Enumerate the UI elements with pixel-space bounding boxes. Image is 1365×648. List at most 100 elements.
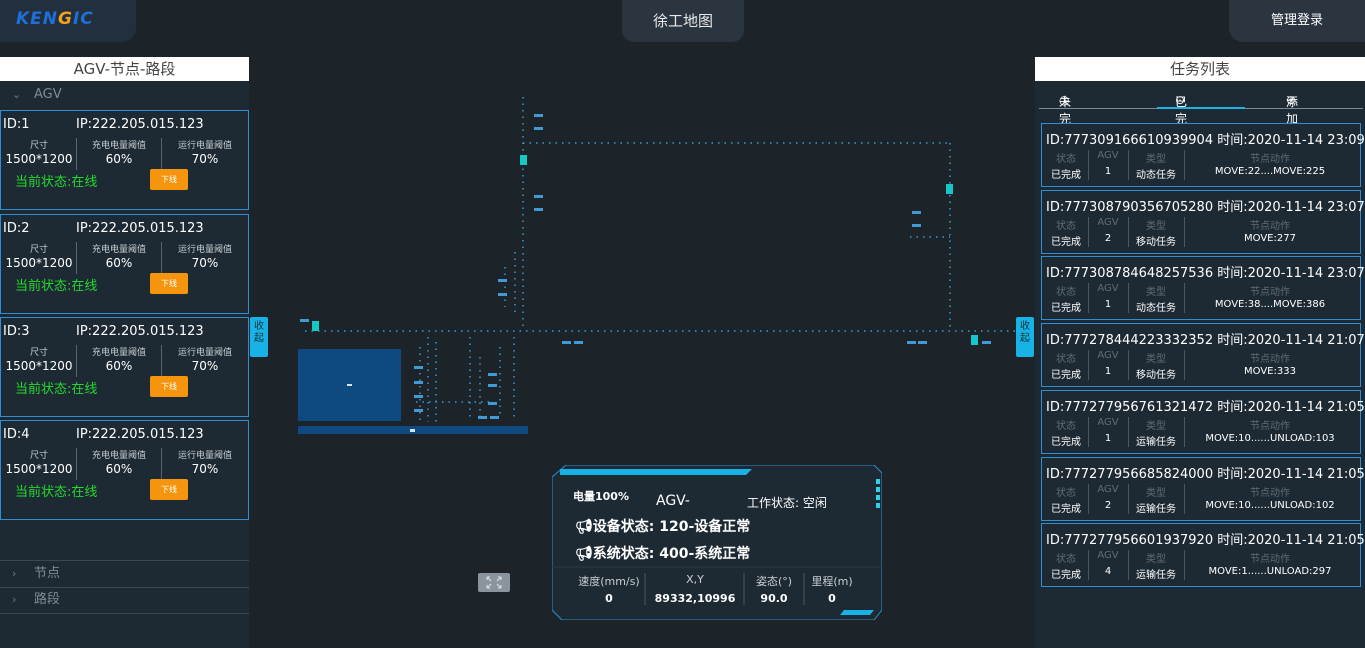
pose-value: 90.0 [760, 592, 788, 605]
agv-markers [312, 155, 978, 345]
task-type: 运输任务 [1136, 570, 1176, 582]
agv-id: ID:2 [3, 221, 30, 236]
divider [1088, 283, 1089, 314]
admin-login-button[interactable]: 管理登录 [1229, 0, 1365, 42]
agv-header: AGV [1097, 550, 1119, 562]
agv-size: 1500*1200 [5, 256, 73, 270]
task-agv: 1 [1104, 432, 1112, 444]
task-tabs: ◷ 未完成 ⊙ 已完成 ⊕ 添加任务 [1035, 85, 1365, 160]
offline-button[interactable]: 下线 [150, 273, 188, 294]
divider [1184, 150, 1185, 180]
offline-button[interactable]: 下线 [150, 169, 188, 190]
plus-circle-icon: ⊕ [1286, 93, 1297, 107]
task-type: 运输任务 [1136, 503, 1176, 515]
agv-state: 当前状态:在线 [15, 175, 98, 190]
mileage-label: 里程(m) [811, 575, 853, 588]
action-header: 节点动作 [1250, 354, 1290, 366]
task-agv: 1 [1104, 299, 1112, 311]
map-canvas[interactable] [250, 57, 1034, 648]
offline-button[interactable]: 下线 [150, 479, 188, 500]
action-header: 节点动作 [1250, 220, 1290, 232]
agv-ip: IP:222.205.015.123 [76, 221, 204, 236]
left-panel-title: AGV-节点-路段 [0, 57, 249, 81]
agv-state: 当前状态:在线 [15, 382, 98, 397]
chevron-right-icon: › [12, 567, 17, 580]
charge-threshold-label: 充电电量阈值 [91, 451, 146, 461]
offline-button[interactable]: 下线 [150, 376, 188, 397]
task-item[interactable]: ID:777277956601937920 时间:2020-11-14 21:0… [1041, 523, 1365, 588]
task-item[interactable]: ID:777278444223332352 时间:2020-11-14 21:0… [1041, 323, 1365, 388]
task-item[interactable]: ID:777308790356705280 时间:2020-11-14 23:0… [1041, 189, 1365, 254]
section-nodes[interactable]: ›节点 [0, 560, 249, 588]
task-status: 已完成 [1051, 370, 1081, 382]
divider [1088, 550, 1089, 581]
task-id: ID:777308790356705280 时间:2020-11-14 23:0… [1046, 199, 1365, 215]
section-paths-label: 路段 [34, 592, 61, 607]
task-item[interactable]: ID:777277956685824000 时间:2020-11-14 21:0… [1041, 456, 1365, 521]
divider [161, 242, 162, 274]
divider [1128, 550, 1129, 581]
company-logo: KENGIC [16, 9, 94, 29]
xy-label: X,Y [686, 573, 704, 586]
agv-state: 当前状态:在线 [15, 485, 98, 500]
agv-header: AGV [1097, 350, 1119, 362]
divider [1088, 150, 1089, 180]
type-header: 类型 [1146, 487, 1166, 499]
divider [76, 448, 77, 480]
charge-threshold-label: 充电电量阈值 [91, 141, 146, 151]
pose-label: 姿态(°) [755, 575, 793, 588]
chevron-right-icon: › [12, 593, 17, 606]
clock-icon: ◷ [1059, 93, 1070, 107]
action-header: 节点动作 [1250, 487, 1290, 499]
task-action: MOVE:38....MOVE:386 [1214, 299, 1326, 311]
task-status: 已完成 [1051, 236, 1081, 248]
status-header: 状态 [1056, 287, 1076, 299]
speed-label: 速度(mm/s) [578, 575, 640, 588]
size-label: 尺寸 [29, 451, 48, 461]
run-threshold: 70% [191, 152, 219, 166]
section-agv[interactable]: ⌄AGV [0, 82, 249, 108]
type-header: 类型 [1146, 220, 1166, 232]
type-header: 类型 [1146, 154, 1166, 165]
type-header: 类型 [1146, 354, 1166, 366]
agv-size: 1500*1200 [5, 462, 73, 476]
divider [1128, 416, 1129, 447]
expand-icon [486, 576, 502, 589]
charge-threshold: 60% [105, 359, 133, 373]
fullscreen-button[interactable] [478, 573, 510, 592]
divider [161, 345, 162, 377]
task-type: 移动任务 [1136, 370, 1176, 382]
page-title: 徐工地图 [622, 0, 744, 42]
xy-value: 89332,10996 [654, 592, 736, 605]
type-header: 类型 [1146, 420, 1166, 432]
task-action: MOVE:277 [1244, 232, 1296, 244]
collapse-right-tab[interactable]: 收起 [1016, 317, 1034, 357]
task-type: 运输任务 [1136, 436, 1176, 448]
action-header: 节点动作 [1250, 420, 1290, 432]
task-id: ID:777308784648257536 时间:2020-11-14 23:0… [1046, 266, 1365, 282]
task-action: MOVE:22....MOVE:225 [1214, 166, 1326, 177]
run-threshold: 70% [191, 462, 219, 476]
divider [1088, 216, 1089, 247]
charge-threshold: 60% [105, 152, 133, 166]
task-id: ID:777278444223332352 时间:2020-11-14 21:0… [1046, 333, 1365, 349]
task-item[interactable]: ID:777309166610939904 时间:2020-11-14 23:0… [1041, 123, 1365, 187]
task-item[interactable]: ID:777277956761321472 时间:2020-11-14 21:0… [1041, 389, 1365, 454]
check-circle-icon: ⊙ [1175, 93, 1186, 107]
task-item[interactable]: ID:777308784648257536 时间:2020-11-14 23:0… [1041, 256, 1365, 321]
task-agv: 2 [1104, 232, 1112, 244]
charge-threshold-label: 充电电量阈值 [91, 348, 146, 358]
task-id: ID:777277956601937920 时间:2020-11-14 21:0… [1046, 533, 1365, 549]
type-header: 类型 [1146, 287, 1166, 299]
status-header: 状态 [1056, 354, 1076, 366]
agv-size: 1500*1200 [5, 359, 73, 373]
collapse-left-tab[interactable]: 收起 [250, 317, 268, 357]
action-header: 节点动作 [1250, 154, 1290, 165]
run-threshold: 70% [191, 256, 219, 270]
task-action: MOVE:10......UNLOAD:103 [1205, 432, 1335, 444]
task-type: 动态任务 [1136, 303, 1176, 315]
section-paths[interactable]: › 路段 [0, 587, 249, 614]
